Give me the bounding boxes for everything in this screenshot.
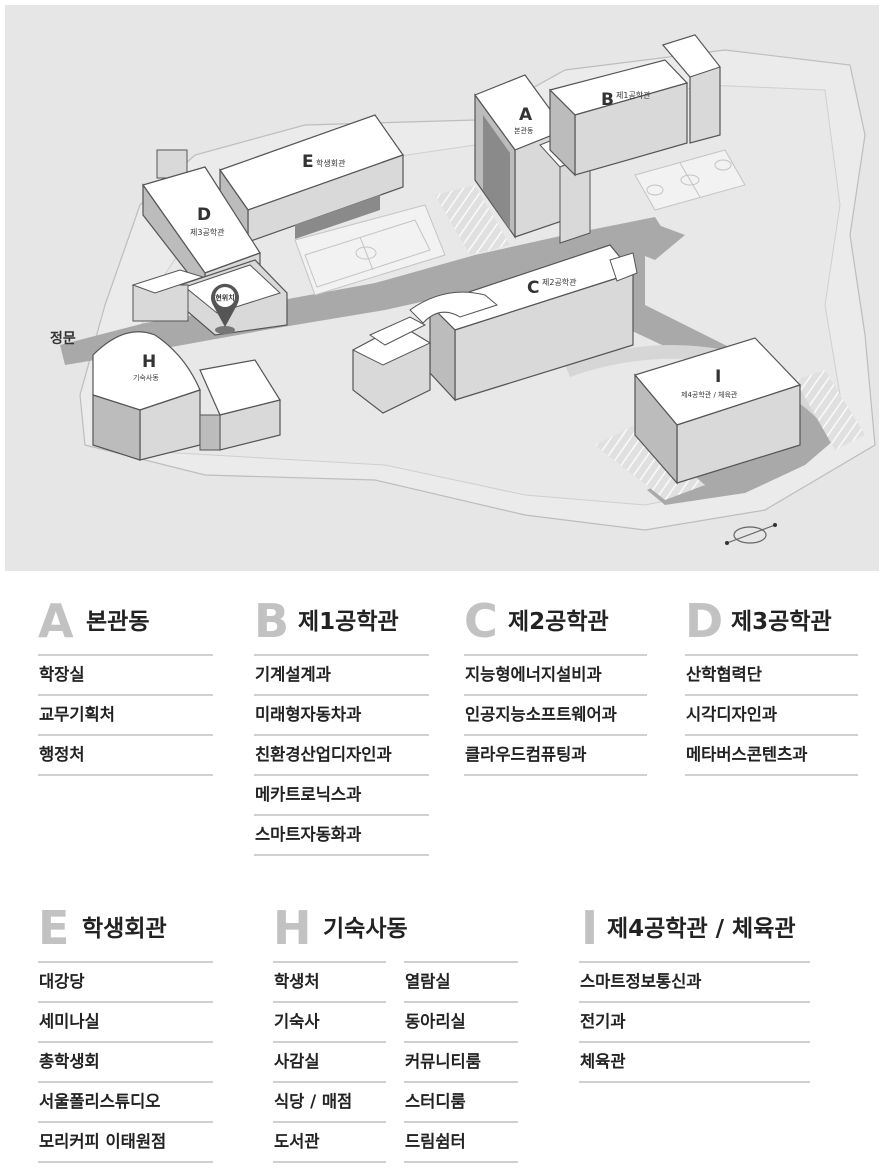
section-b: B 제1공학관 기계설계과 미래형자동차과 친환경산업디자인과 메카트로닉스과 … bbox=[254, 594, 429, 856]
section-d-title: 제3공학관 bbox=[731, 609, 832, 635]
building-i-letter: I bbox=[715, 367, 721, 387]
list-item: 기계설계과 bbox=[254, 654, 429, 694]
list-item: 대강당 bbox=[38, 961, 213, 1001]
section-d-letter: D bbox=[685, 594, 724, 648]
section-c-list: 지능형에너지설비과 인공지능소프트웨어과 클라우드컴퓨팅과 bbox=[464, 654, 647, 776]
list-item: 지능형에너지설비과 bbox=[464, 654, 647, 694]
building-h-name: 기숙사동 bbox=[133, 373, 159, 382]
main-road bbox=[60, 217, 840, 505]
section-h-title: 기숙사동 bbox=[323, 916, 408, 942]
current-location-label: 현위치 bbox=[215, 293, 234, 302]
section-c-title: 제2공학관 bbox=[508, 609, 609, 635]
section-i-letter: I bbox=[581, 901, 599, 955]
building-b-name: 제1공학관 bbox=[616, 90, 651, 100]
building-i: I 제4공학관 / 체육관 bbox=[633, 337, 802, 485]
building-c-name: 제2공학관 bbox=[542, 277, 577, 287]
building-i-name: 제4공학관 / 체육관 bbox=[681, 390, 738, 399]
list-item: 서울폴리스튜디오 bbox=[38, 1081, 213, 1121]
section-b-title: 제1공학관 bbox=[298, 609, 399, 635]
section-a-list: 학장실 교무기획처 행정처 bbox=[38, 654, 213, 776]
section-a-title: 본관동 bbox=[86, 609, 150, 635]
section-i: I 제4공학관 / 체육관 스마트정보통신과 전기과 체육관 bbox=[579, 901, 810, 1083]
list-item: 커뮤니티룸 bbox=[404, 1041, 518, 1081]
section-b-list: 기계설계과 미래형자동차과 친환경산업디자인과 메카트로닉스과 스마트자동화과 bbox=[254, 654, 429, 856]
list-item: 시각디자인과 bbox=[685, 694, 858, 734]
building-e: E 학생회관 bbox=[219, 114, 404, 244]
basketball-court-east bbox=[634, 149, 746, 211]
section-c: C 제2공학관 지능형에너지설비과 인공지능소프트웨어과 클라우드컴퓨팅과 bbox=[464, 594, 647, 776]
list-item: 인공지능소프트웨어과 bbox=[464, 694, 647, 734]
compass-icon bbox=[725, 523, 777, 545]
list-item: 클라우드컴퓨팅과 bbox=[464, 734, 647, 776]
building-a-name: 본관동 bbox=[514, 126, 534, 135]
road-branch bbox=[605, 220, 685, 260]
building-e-name: 학생회관 bbox=[316, 158, 346, 168]
list-item: 교무기획처 bbox=[38, 694, 213, 734]
building-d-name: 제3공학관 bbox=[190, 227, 225, 237]
campus-map: E 학생회관 D 제3공학관 현위치 bbox=[5, 5, 879, 571]
section-d: D 제3공학관 산학협력단 시각디자인과 메타버스콘텐츠과 bbox=[685, 594, 858, 776]
list-item: 동아리실 bbox=[404, 1001, 518, 1041]
list-item: 메카트로닉스과 bbox=[254, 774, 429, 814]
list-item: 스마트정보통신과 bbox=[579, 961, 810, 1001]
section-e-title: 학생회관 bbox=[82, 916, 167, 942]
section-i-list: 스마트정보통신과 전기과 체육관 bbox=[579, 961, 810, 1083]
building-h-letter: H bbox=[142, 352, 156, 372]
parking-lot-north bbox=[435, 185, 510, 255]
list-item: 총학생회 bbox=[38, 1041, 213, 1081]
list-item: 기숙사 bbox=[273, 1001, 386, 1041]
building-c-letter: C bbox=[527, 278, 539, 298]
list-item: 사감실 bbox=[273, 1041, 386, 1081]
main-gate-label: 정문 bbox=[50, 330, 76, 347]
section-a-letter: A bbox=[38, 594, 74, 648]
list-item: 모리커피 이태원점 bbox=[38, 1121, 213, 1163]
section-e-list: 대강당 세미나실 총학생회 서울폴리스튜디오 모리커피 이태원점 bbox=[38, 961, 213, 1163]
list-item: 스터디룸 bbox=[404, 1081, 518, 1121]
list-item: 스마트자동화과 bbox=[254, 814, 429, 856]
list-item: 세미나실 bbox=[38, 1001, 213, 1041]
list-item: 식당 / 매점 bbox=[273, 1081, 386, 1121]
campus-map-svg: E 학생회관 D 제3공학관 현위치 bbox=[50, 34, 876, 545]
list-item: 행정처 bbox=[38, 734, 213, 776]
list-item: 전기과 bbox=[579, 1001, 810, 1041]
list-item: 학장실 bbox=[38, 654, 213, 694]
section-b-letter: B bbox=[254, 594, 290, 648]
list-item: 체육관 bbox=[579, 1041, 810, 1083]
section-h: H 기숙사동 학생처 기숙사 사감실 식당 / 매점 도서관 열람실 동아리실 … bbox=[273, 901, 518, 1163]
list-item: 학생처 bbox=[273, 961, 386, 1001]
section-i-title: 제4공학관 / 체육관 bbox=[607, 916, 796, 942]
list-item: 친환경산업디자인과 bbox=[254, 734, 429, 774]
section-c-letter: C bbox=[464, 594, 498, 648]
section-e: E 학생회관 대강당 세미나실 총학생회 서울폴리스튜디오 모리커피 이태원점 bbox=[38, 901, 213, 1163]
list-item: 미래형자동차과 bbox=[254, 694, 429, 734]
section-a: A 본관동 학장실 교무기획처 행정처 bbox=[38, 594, 213, 776]
list-item: 열람실 bbox=[404, 961, 518, 1001]
section-e-letter: E bbox=[38, 901, 70, 955]
section-h-letter: H bbox=[273, 901, 312, 955]
basketball-court-center bbox=[294, 204, 446, 296]
parking-lot-east bbox=[795, 370, 865, 450]
building-b: B 제1공학관 bbox=[548, 34, 721, 177]
section-h-list-right: 열람실 동아리실 커뮤니티룸 스터디룸 드림쉼터 bbox=[404, 961, 518, 1163]
building-e-letter: E bbox=[302, 152, 314, 172]
building-a-letter: A bbox=[519, 105, 533, 125]
section-d-list: 산학협력단 시각디자인과 메타버스콘텐츠과 bbox=[685, 654, 858, 776]
building-d-letter: D bbox=[197, 205, 211, 225]
building-h: H 기숙사동 bbox=[92, 331, 281, 461]
building-c: C 제2공학관 bbox=[351, 244, 638, 414]
section-h-list-left: 학생처 기숙사 사감실 식당 / 매점 도서관 bbox=[273, 961, 386, 1163]
list-item: 드림쉼터 bbox=[404, 1121, 518, 1163]
list-item: 메타버스콘텐츠과 bbox=[685, 734, 858, 776]
building-b-letter: B bbox=[601, 90, 614, 110]
list-item: 도서관 bbox=[273, 1121, 386, 1163]
current-location-pin-icon: 현위치 bbox=[211, 283, 239, 334]
list-item: 산학협력단 bbox=[685, 654, 858, 694]
